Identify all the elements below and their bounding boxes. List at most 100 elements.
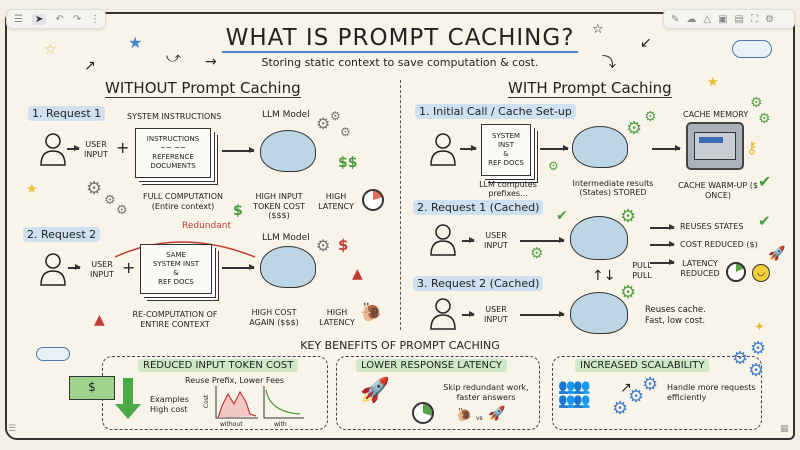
arrow: [462, 237, 475, 243]
cloud-icon[interactable]: ☁: [686, 13, 697, 25]
with-curve: [265, 389, 301, 415]
user-icon: [40, 133, 66, 166]
list-icon[interactable]: ☰: [8, 424, 17, 434]
gear-icon: ⚙: [750, 338, 767, 359]
doc-line: SAME: [166, 250, 186, 259]
instructions-document: INSTRUCTIONS ~~ ~~ REFERENCE DOCUMENTS: [135, 128, 211, 178]
with-label: with: [274, 421, 287, 428]
llm-model-label: LLM Model: [262, 233, 310, 243]
reuses-cache-note: Reuses cache. Fast, low cost.: [645, 305, 706, 327]
right-toolbar: ✎ ☁ △ ▣ ▤ ⛶ ⚙: [663, 9, 795, 29]
without-curve: [217, 390, 257, 419]
star-icon: ★: [26, 182, 38, 197]
gear-icon: ⚙: [530, 244, 544, 262]
user-icon: [430, 224, 456, 256]
doc-line: REF DOCS: [158, 278, 194, 287]
key-icon: ⚷: [746, 138, 758, 157]
stopwatch-icon: [362, 189, 384, 211]
pencil-icon[interactable]: ✎: [671, 13, 680, 25]
benefit-card-latency: [336, 356, 540, 430]
users-group-icon: 👥👥👥👥: [558, 379, 591, 409]
section-divider: [400, 80, 401, 330]
undo-icon[interactable]: ↶: [55, 13, 64, 25]
gear-icon: ⚙: [644, 109, 657, 125]
benefit-note: Handle more requests efficiently: [667, 383, 756, 403]
high-latency-label: HIGH LATENCY: [319, 308, 355, 327]
gear-icon: ⚙: [548, 159, 559, 173]
settings-icon[interactable]: ⚙: [765, 13, 774, 25]
same-instructions-document: SAME SYSTEM INST & REF DOCS: [140, 244, 212, 294]
gear-icon: ⚙: [612, 398, 629, 419]
star-icon: ★: [707, 75, 719, 90]
system-docs-document: SYSTEM INST & REF DOCS: [481, 124, 531, 176]
states-stored-label: Intermediate results (States) STORED: [572, 179, 654, 197]
gear-icon: ⚙: [330, 109, 341, 123]
doc-line: ~~ ~~: [160, 143, 186, 152]
cache-warmup-label: CACHE WARM-UP ($ once): [678, 181, 758, 200]
redundant-arrow: [114, 241, 256, 258]
grid-icon[interactable]: ▦: [780, 424, 789, 434]
up-down-arrows: ↑↓: [592, 268, 616, 284]
check-icon: ✔: [758, 172, 772, 191]
gear-icon: ⚙: [642, 374, 659, 395]
request-2-cached-label: 3. Request 2 (Cached): [413, 276, 544, 291]
arrow: [67, 145, 80, 151]
gear-icon: ⚙: [316, 236, 331, 255]
doc-line: INST: [497, 140, 515, 149]
arrow: [540, 145, 569, 151]
menu-icon[interactable]: ☰: [14, 13, 23, 25]
latency-reduced-label: LATENCY REDUCED: [680, 259, 720, 278]
gear-icon: ⚙: [316, 114, 331, 133]
left-toolbar: ☰ ➤ ↶ ↷ ⋮: [6, 9, 106, 29]
file-icon[interactable]: ▤: [734, 13, 744, 25]
gear-icon: ⚙: [750, 95, 763, 111]
dollar-icon: $: [233, 203, 243, 219]
doc-line: REFERENCE DOCUMENTS: [150, 153, 196, 171]
full-computation-text: FULL COMPUTATION: [142, 192, 224, 201]
pointer-icon[interactable]: ➤: [31, 13, 47, 25]
star-icon: ✦: [754, 320, 765, 335]
snail-icon: 🐌: [456, 408, 473, 423]
image-icon[interactable]: ▣: [718, 13, 728, 25]
benefit-note: Examples High cost: [150, 395, 189, 415]
arrow: [462, 311, 475, 317]
safe-icon: [686, 122, 744, 170]
brain-icon: [570, 216, 628, 260]
without-heading: WITHOUT Prompt Caching: [105, 79, 301, 98]
gear-icon: ⚙: [758, 111, 771, 127]
high-cost-again-label: HIGH COST AGAIN ($$$): [249, 308, 299, 327]
cost-reduced-label: COST REDUCED ($): [680, 240, 758, 249]
plus-sign: +: [116, 138, 130, 157]
user-icon: [40, 253, 66, 286]
benefit-subtitle: Reuse Prefix, Lower Fees: [185, 376, 285, 385]
gear-icon: ⚙: [340, 125, 351, 139]
versus-label: vs: [476, 415, 483, 422]
smiley-icon: ◡: [752, 264, 770, 282]
check-icon: ✔: [758, 212, 771, 230]
arrow: [460, 145, 477, 151]
pull-label: PULL PULL: [632, 261, 652, 280]
brain-icon: [260, 130, 316, 172]
arrow: [520, 237, 565, 243]
dollar-icon: $$: [338, 155, 358, 171]
user-input-label: USER INPUT: [484, 305, 508, 324]
redo-icon[interactable]: ↷: [72, 13, 82, 25]
arrow-doodle-icon: →: [205, 54, 217, 70]
arrow: [650, 224, 675, 230]
arrow-doodle-icon: ↗: [84, 58, 96, 74]
fire-pile-icon: ▲: [94, 312, 105, 328]
plus-sign: +: [122, 258, 136, 277]
rocket-icon: 🚀: [488, 406, 506, 422]
fullscreen-icon[interactable]: ⛶: [751, 13, 758, 25]
doc-line: REF DOCS: [488, 159, 524, 168]
doc-line: &: [173, 269, 179, 277]
shapes-icon[interactable]: △: [703, 13, 712, 25]
page-title: WHAT IS PROMPT CACHING?: [221, 25, 579, 53]
arrow: [222, 264, 255, 270]
user-icon: [430, 133, 456, 166]
more-icon[interactable]: ⋮: [90, 13, 101, 25]
request-2-label: 2. Request 2: [23, 227, 101, 242]
gear-icon: ⚙: [620, 282, 637, 303]
full-computation-label: FULL COMPUTATION(Entire context): [133, 192, 233, 211]
cost-mini-charts: [215, 386, 304, 419]
